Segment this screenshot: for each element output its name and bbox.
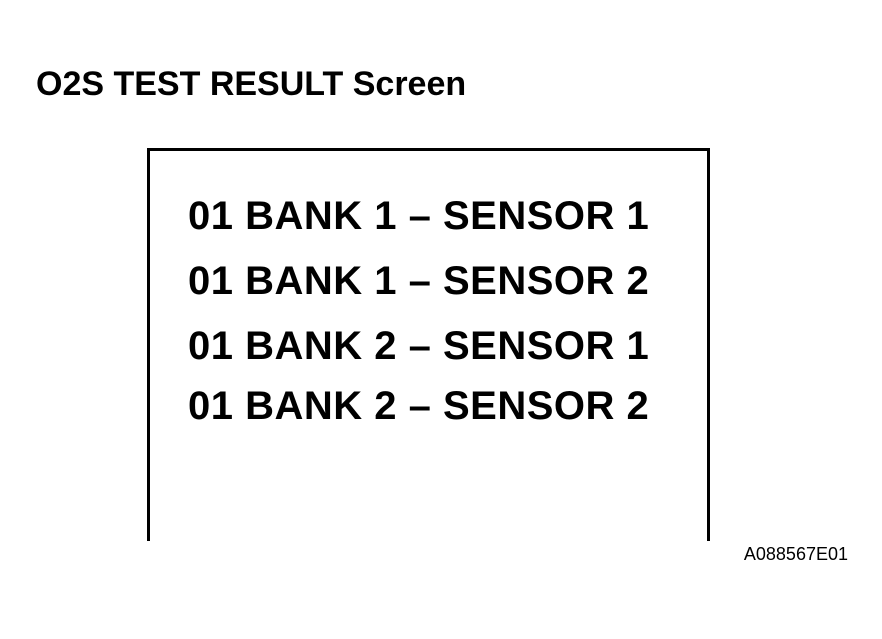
test-result-line-bank1-sensor2: 01 BANK 1 – SENSOR 2: [188, 259, 650, 303]
test-result-line-bank1-sensor1: 01 BANK 1 – SENSOR 1: [188, 194, 650, 238]
figure-reference-code: A088567E01: [743, 544, 848, 564]
test-result-line-bank2-sensor1: 01 BANK 2 – SENSOR 1: [188, 324, 650, 368]
figure-title: O2S TEST RESULT Screen: [36, 65, 467, 103]
test-result-line-bank2-sensor2: 01 BANK 2 – SENSOR 2: [188, 384, 650, 428]
test-result-screen-frame: 01 BANK 1 – SENSOR 1 01 BANK 1 – SENSOR …: [147, 148, 710, 541]
